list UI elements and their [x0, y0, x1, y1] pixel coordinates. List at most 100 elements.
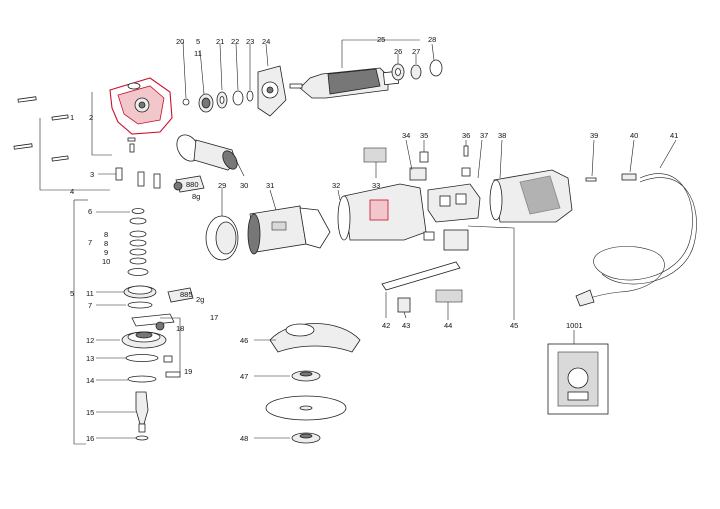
label-2: 2	[89, 113, 93, 122]
label-43: 43	[402, 321, 410, 330]
label-37: 37	[480, 131, 488, 140]
label-7b: 7	[88, 301, 92, 310]
grease-code-885: 885	[180, 290, 193, 299]
cable-clamp-part-40	[621, 173, 637, 181]
label-1001: 1001	[566, 321, 583, 330]
clamp-nut-part-48	[291, 432, 321, 444]
label-42: 42	[382, 321, 390, 330]
leader-lines	[96, 39, 677, 439]
label-8b: 8	[104, 239, 108, 248]
bevel-gear-part-11	[123, 285, 157, 299]
label-3: 3	[90, 170, 94, 179]
label-48: 48	[240, 434, 248, 443]
grease-code-880: 880	[186, 180, 199, 189]
rear-cover-part-38	[489, 169, 573, 223]
screw-part-39	[585, 177, 597, 182]
bearing-flange-part-12	[121, 331, 167, 349]
label-15: 15	[86, 408, 94, 417]
screw-part-1	[13, 96, 69, 162]
label-31: 31	[266, 181, 274, 190]
label-13: 13	[86, 354, 94, 363]
label-44: 44	[444, 321, 452, 330]
label-plate-part-33	[363, 147, 387, 163]
label-5-top: 5	[196, 37, 200, 46]
label-34: 34	[402, 131, 410, 140]
motor-housing-part-32	[337, 183, 427, 241]
pinion-gear-part-11	[198, 93, 214, 113]
label-20: 20	[176, 37, 184, 46]
label-39: 39	[590, 131, 598, 140]
bearing-part-27	[410, 64, 422, 80]
label-41: 41	[670, 131, 678, 140]
label-1: 1	[70, 113, 74, 122]
label-11-top: 11	[194, 49, 202, 58]
label-27: 27	[412, 47, 420, 56]
bearing-part-26	[391, 63, 405, 81]
brush-part-36-37	[461, 145, 471, 177]
switch-part-34-35	[409, 151, 429, 181]
wheel-guard-part-46	[269, 323, 361, 353]
part-43	[397, 297, 411, 313]
label-12: 12	[86, 336, 94, 345]
electronics-part-45	[423, 229, 469, 251]
cable-part-42	[381, 261, 461, 291]
grease-amount-880: 8g	[192, 192, 200, 201]
label-47: 47	[240, 372, 248, 381]
part-labels: 1 2 3 4 5 5 6 7 7 8 8 9 10 11 11 12 13 1…	[70, 35, 678, 443]
label-10: 10	[102, 257, 110, 266]
grease-tube-880: 880 8g	[173, 175, 205, 201]
label-4: 4	[70, 187, 74, 196]
label-24: 24	[262, 37, 270, 46]
dust-ring-part-29	[205, 215, 239, 261]
grease-tube-885: 885 2g	[167, 287, 204, 304]
grease-amount-885: 2g	[196, 295, 204, 304]
stator-part-31	[247, 205, 331, 255]
label-30: 30	[240, 181, 248, 190]
washer-part-14	[127, 375, 157, 383]
gear-housing-part-2	[109, 77, 173, 153]
nut-part-16	[135, 435, 149, 441]
flange-part-47	[291, 370, 321, 382]
label-25: 25	[377, 35, 385, 44]
bearing-part-21	[216, 91, 228, 109]
inset-box-1001	[547, 343, 609, 415]
label-18: 18	[176, 324, 184, 333]
label-29: 29	[218, 181, 226, 190]
label-8a: 8	[104, 230, 108, 239]
label-6: 6	[88, 207, 92, 216]
label-45: 45	[510, 321, 518, 330]
label-14: 14	[86, 376, 94, 385]
washer-part-23	[246, 90, 254, 102]
armature-part-25	[289, 67, 400, 99]
washer-part-7	[127, 301, 153, 309]
label-35: 35	[420, 131, 428, 140]
label-28: 28	[428, 35, 436, 44]
pin-part	[137, 171, 145, 187]
bearing-cap-part-28	[429, 59, 443, 77]
label-9: 9	[104, 248, 108, 257]
screw-part-20	[182, 98, 190, 106]
label-7a: 7	[88, 238, 92, 247]
label-26: 26	[394, 47, 402, 56]
washer-part-13	[125, 354, 159, 362]
label-23: 23	[246, 37, 254, 46]
label-21: 21	[216, 37, 224, 46]
switch-assembly-part	[427, 183, 481, 223]
label-36: 36	[462, 131, 470, 140]
spindle-part-15	[135, 391, 149, 433]
ring-part-22	[232, 90, 244, 106]
label-40: 40	[630, 131, 638, 140]
label-11-left: 11	[86, 289, 94, 298]
label-22: 22	[231, 37, 239, 46]
label-17: 17	[210, 313, 218, 322]
label-16: 16	[86, 434, 94, 443]
label-5-left: 5	[70, 289, 74, 298]
label-19: 19	[184, 367, 192, 376]
side-handle-part-30	[176, 134, 238, 171]
label-46: 46	[240, 336, 248, 345]
small-parts-18-19	[163, 355, 181, 378]
grinding-disc	[265, 395, 347, 421]
washer-stack	[127, 208, 149, 276]
label-33: 33	[372, 181, 380, 190]
